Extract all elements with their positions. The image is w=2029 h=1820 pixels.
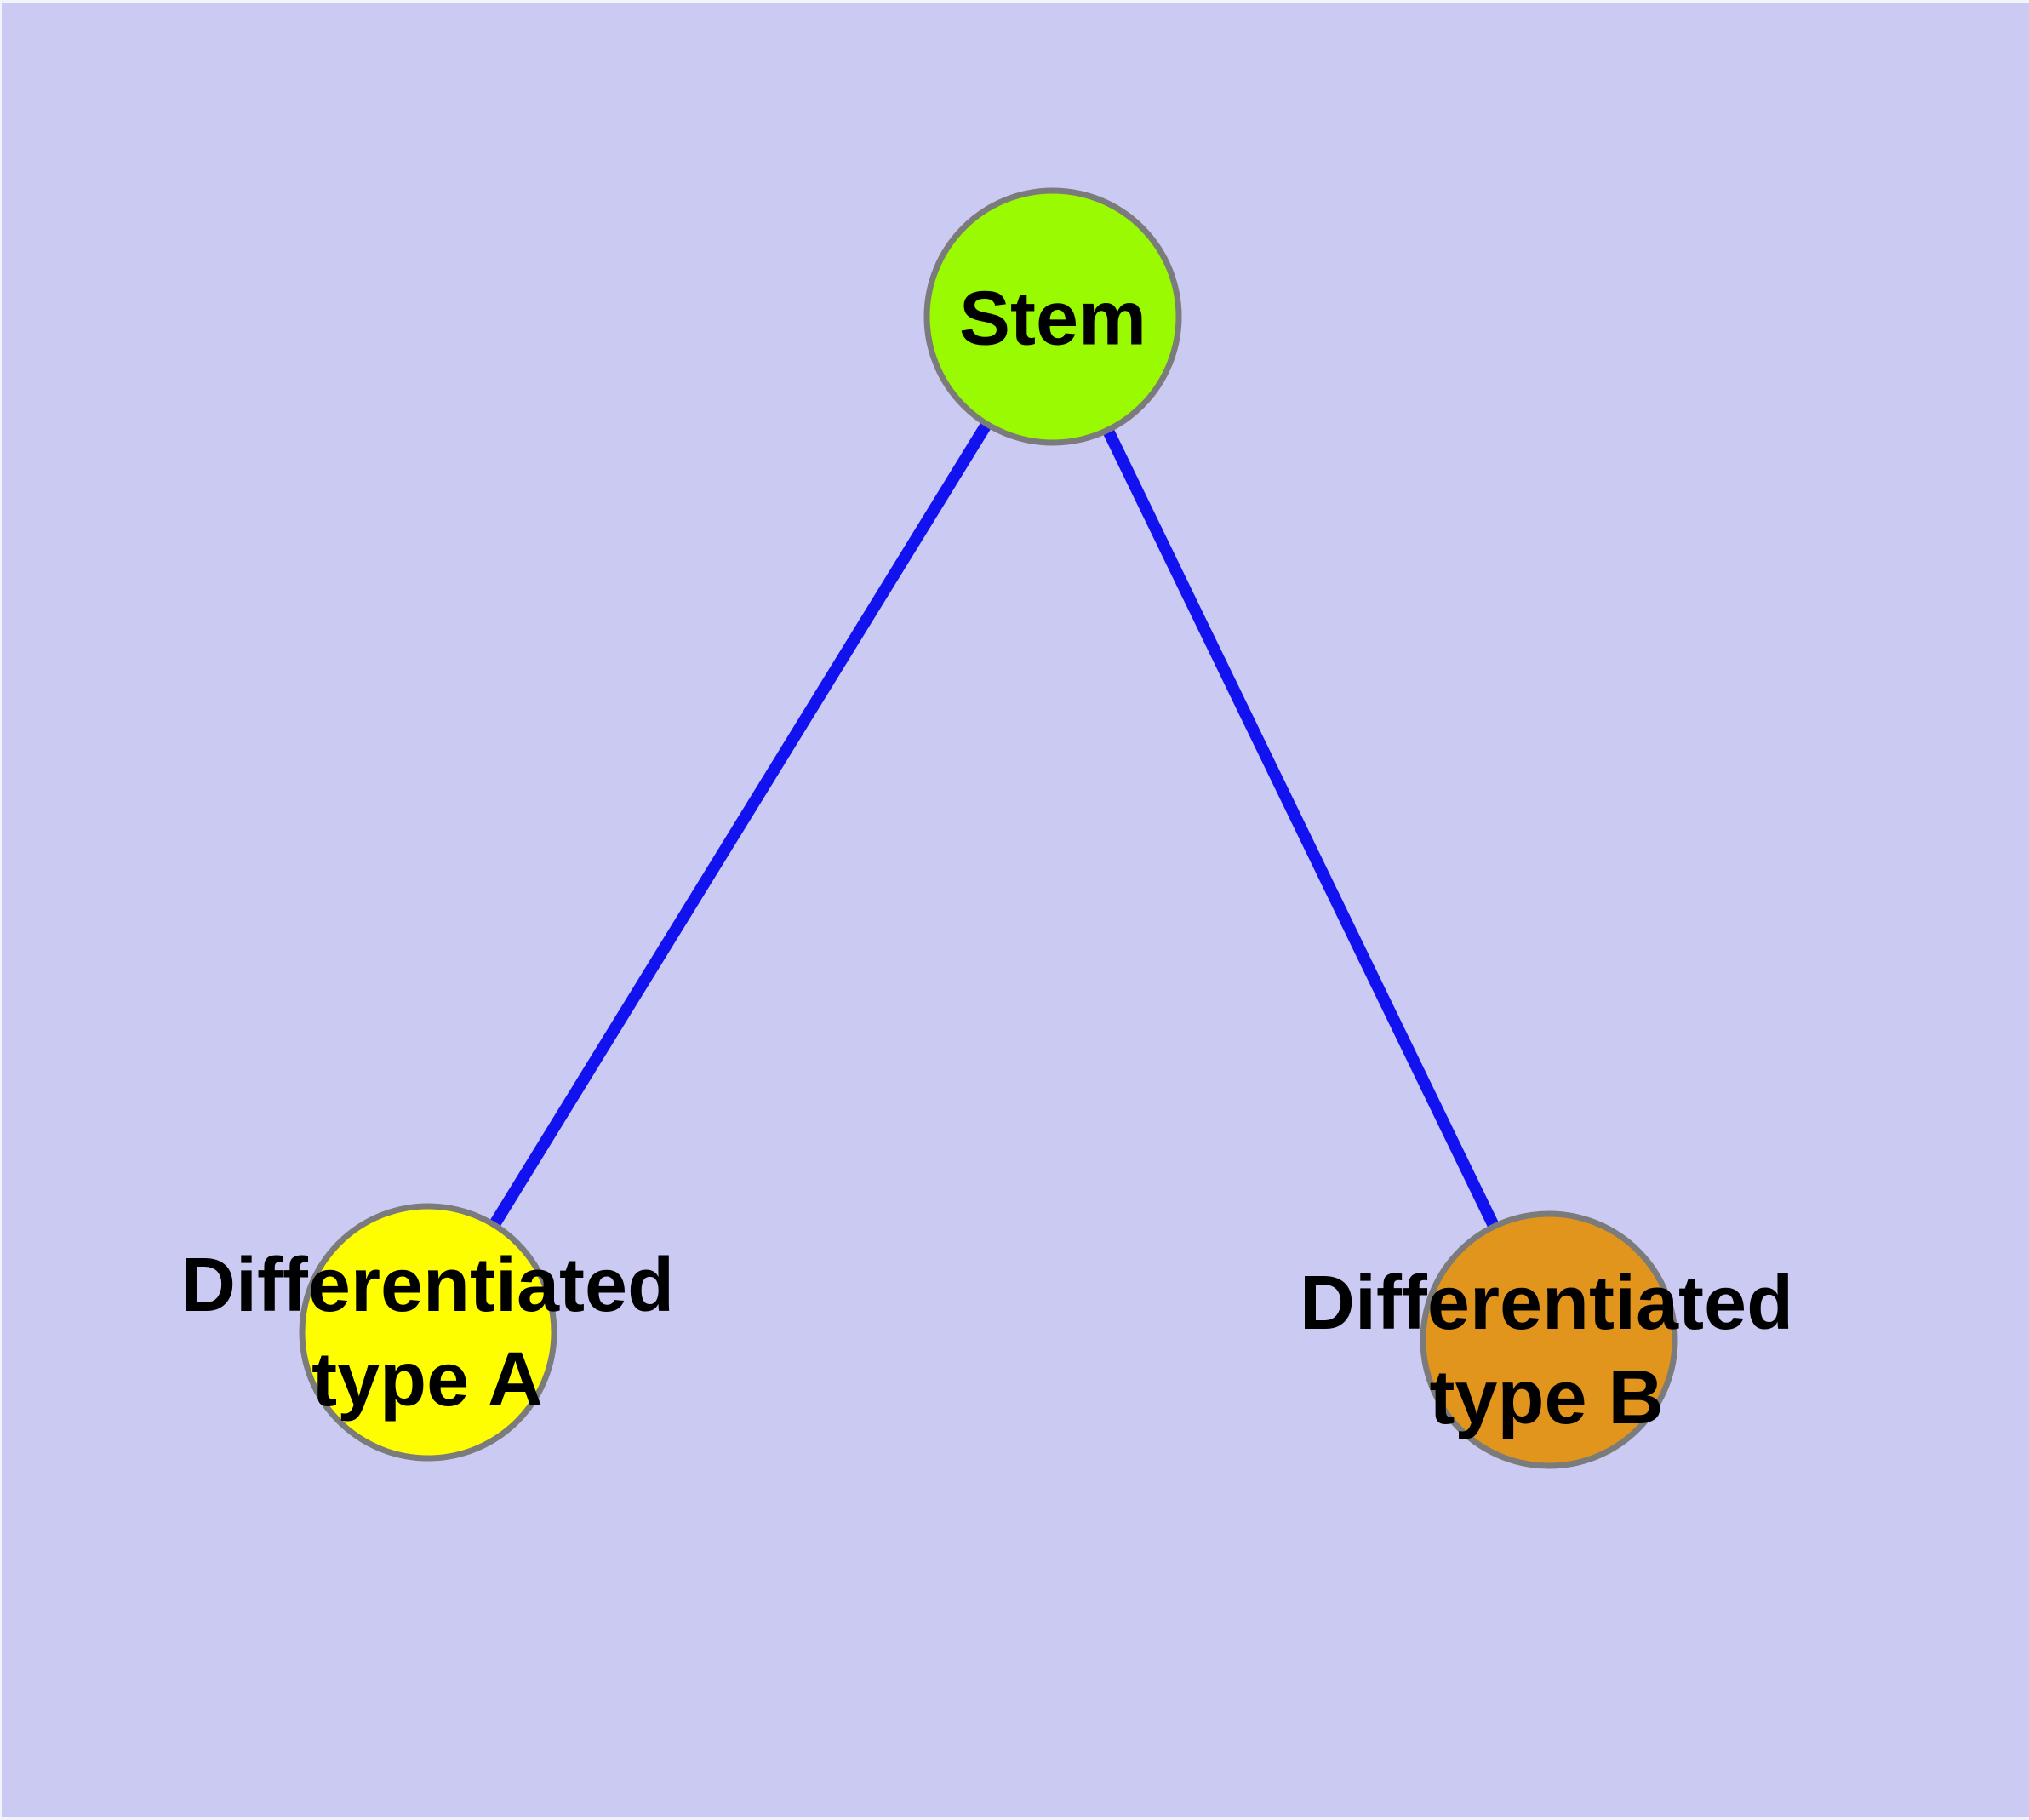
- node-differentiated-type-b-label-line1: Differentiated: [1299, 1261, 1794, 1346]
- node-differentiated-type-b-circle[interactable]: [1420, 1210, 1678, 1469]
- window-edge-top: [0, 0, 2029, 3]
- edge-stem-to-type-a[interactable]: [423, 313, 1058, 1336]
- window-edge-left: [0, 0, 2, 1820]
- node-differentiated-type-b-label-line2: type B: [1429, 1355, 1664, 1440]
- edge-stem-to-type-b[interactable]: [1047, 313, 1555, 1343]
- window-edge-bottom: [0, 1817, 2029, 1820]
- node-differentiated-type-a-label-line1: Differentiated: [180, 1243, 675, 1328]
- node-differentiated-type-b-label: Differentiated type B: [1300, 1256, 1793, 1445]
- node-stem-label: Stem: [959, 272, 1146, 367]
- node-differentiated-type-a-circle[interactable]: [299, 1203, 557, 1462]
- node-differentiated-type-a-label-line2: type A: [311, 1337, 543, 1422]
- node-stem-label-line1: Stem: [958, 276, 1147, 362]
- node-differentiated-type-a-label: Differentiated type A: [180, 1239, 674, 1428]
- node-stem-circle[interactable]: [923, 187, 1182, 446]
